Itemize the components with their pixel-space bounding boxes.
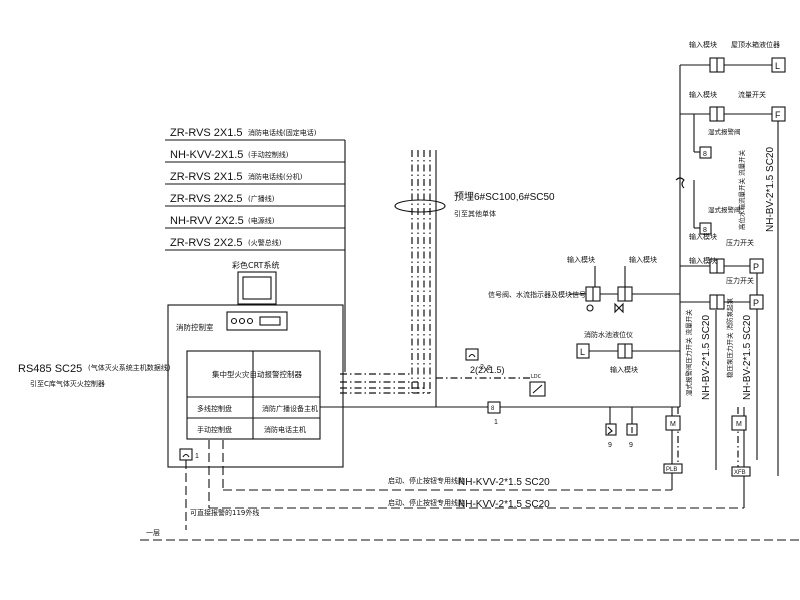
pressure-switch-group: 输入模块 压力开关 P 输入模块 压力开关 P bbox=[680, 232, 764, 460]
tag-p2: P bbox=[753, 298, 759, 308]
vertical-annotations: 湿式报警阀压力开关 流量开关 NH-BV-2*1.5 SC20 稳压泵压力开关 … bbox=[684, 147, 776, 400]
cable-code-6: ZR-RVS 2X2.5 bbox=[170, 237, 243, 249]
cable-code-5: NH-RVV 2X2.5 bbox=[170, 215, 244, 227]
bus-module: 8 1 bbox=[487, 401, 501, 426]
cable-code-4: ZR-RVS 2X2.5 bbox=[170, 193, 243, 205]
main-panel-label: 集中型火灾自动报警控制器 bbox=[212, 369, 302, 379]
phone-icon: 2 bbox=[465, 348, 484, 371]
line-2x15-label: 2(2X1.5) bbox=[470, 365, 505, 375]
flow-switch-label: 流量开关 bbox=[738, 90, 766, 99]
top-level-label: 屋顶水箱液位器 bbox=[731, 40, 780, 49]
signal-valve-group: 信号阀、水流指示器及模块信号 输入模块 输入模块 bbox=[488, 255, 680, 314]
cable-desc-4: (广播线) bbox=[248, 194, 275, 203]
right-trunk bbox=[675, 65, 685, 407]
riser-label: 预埋6#SC100,6#SC50 bbox=[454, 191, 555, 203]
floor-label: 一层 bbox=[146, 529, 160, 537]
riser-bundle: 预埋6#SC100,6#SC50 引至其他单体 bbox=[394, 150, 555, 407]
multi-panel-label: 多线控制盘 bbox=[197, 404, 232, 413]
cable-code-1: ZR-RVS 2X1.5 bbox=[170, 127, 243, 139]
tag-l2: L bbox=[580, 347, 585, 357]
cable-desc-5: (电源线) bbox=[248, 216, 275, 225]
module-label-7: 输入模块 bbox=[689, 256, 717, 265]
tag-p1: P bbox=[753, 262, 759, 272]
cable-code-3: ZR-RVS 2X1.5 bbox=[170, 171, 243, 183]
isolator-box: LDC bbox=[529, 374, 546, 397]
bottom-control-lines: 启动、停止按钮专用线路 NH-KVV-2*1.5 SC20 启动、停止按钮专用线… bbox=[208, 440, 745, 510]
ldc-tag: LDC bbox=[531, 374, 542, 380]
floor-divider: 一层 bbox=[140, 529, 800, 541]
alarm-valve-2: 8 湿式报警阀 bbox=[693, 180, 741, 235]
vtext-2: NH-BV-2*1.5 SC20 bbox=[701, 315, 712, 400]
rs485-annotation: RS485 SC25 (气体灭火系统主机数据线) 引至C库气体灭火控制器 bbox=[18, 363, 171, 388]
svg-text:8: 8 bbox=[703, 227, 707, 234]
crt-monitor-icon: 彩色CRT系统 bbox=[226, 260, 288, 331]
rs485-code: RS485 SC25 bbox=[18, 363, 82, 375]
pressure-switch-label-2: 压力开关 bbox=[726, 276, 754, 285]
line-119-label: 可直接报警的119外线 bbox=[190, 508, 259, 517]
pressure-switch-label-1: 压力开关 bbox=[726, 238, 754, 247]
phone-119-group: 1 可直接报警的119外线 bbox=[179, 448, 259, 530]
vtext-5: 高位水箱流量开关 流量开关 bbox=[737, 149, 746, 230]
flow-switch-group: 输入模块 流量开关 F bbox=[680, 90, 786, 476]
control-room: 消防控制室 集中型火灾自动报警控制器 多线控制盘 消防广播设备主机 手动控制盘 … bbox=[167, 304, 344, 468]
tag-plb: PLB bbox=[666, 467, 677, 473]
bottom-line-desc-2: 启动、停止按钮专用线路 bbox=[388, 498, 465, 507]
module-label-6: 输入模块 bbox=[689, 232, 717, 241]
num-1b: 1 bbox=[494, 419, 498, 426]
module-label-1: 输入模块 bbox=[567, 255, 595, 264]
manual-call-points: 9 9 bbox=[605, 407, 638, 449]
level-sensor-label: 消防水池液位仪 bbox=[584, 330, 633, 339]
xfb-box: M XFB bbox=[731, 415, 751, 477]
cable-code-2: NH-KVV-2X1.5 bbox=[170, 149, 243, 161]
module-label-5: 输入模块 bbox=[689, 90, 717, 99]
svg-text:8: 8 bbox=[491, 406, 495, 412]
num-2: 2 bbox=[487, 365, 491, 372]
riser-sub: 引至其他单体 bbox=[454, 209, 496, 218]
pool-level-group: 消防水池液位仪 L 输入模块 bbox=[576, 330, 680, 374]
bottom-line-code-1: NH-KVV-2*1.5 SC20 bbox=[458, 477, 550, 488]
num-9b: 9 bbox=[629, 442, 633, 449]
vtext-4: NH-BV-2*1.5 SC20 bbox=[742, 315, 753, 400]
manual-panel-label: 手动控制盘 bbox=[197, 425, 232, 434]
room-label: 消防控制室 bbox=[176, 322, 214, 332]
phone-host-label: 消防电话主机 bbox=[264, 425, 306, 434]
cable-desc-6: (火警总线) bbox=[248, 238, 282, 247]
num-9a: 9 bbox=[608, 442, 612, 449]
valve-label: 信号阀、水流指示器及模块信号 bbox=[488, 290, 586, 299]
num-1: 1 bbox=[195, 453, 199, 460]
vtext-3: 稳压泵压力开关 消防泵起泵 bbox=[725, 297, 734, 378]
module-label-3: 输入模块 bbox=[610, 365, 638, 374]
module-label-2: 输入模块 bbox=[629, 255, 657, 264]
bottom-line-code-2: NH-KVV-2*1.5 SC20 bbox=[458, 499, 550, 510]
alarm-valve-label-1: 湿式报警阀 bbox=[708, 127, 741, 136]
module-label-4: 输入模块 bbox=[689, 40, 717, 49]
vtext-1: 湿式报警阀压力开关 流量开关 bbox=[684, 309, 693, 396]
svg-text:M: M bbox=[736, 421, 742, 428]
svg-text:8: 8 bbox=[703, 151, 707, 158]
svg-text:2: 2 bbox=[480, 364, 484, 371]
tag-xfb: XFB bbox=[734, 470, 746, 476]
cable-list: ZR-RVS 2X1.5 消防电话线(固定电话) NH-KVV-2X1.5 (手… bbox=[165, 127, 346, 372]
svg-text:M: M bbox=[670, 421, 676, 428]
tag-f: F bbox=[775, 110, 781, 120]
cable-desc-1: 消防电话线(固定电话) bbox=[248, 128, 317, 137]
broadcast-host-label: 消防广播设备主机 bbox=[262, 404, 318, 413]
rs485-sub: 引至C库气体灭火控制器 bbox=[30, 379, 105, 388]
tag-l1: L bbox=[775, 61, 780, 71]
alarm-valve-1: 8 湿式报警阀 bbox=[693, 114, 741, 159]
plb-box: M PLB bbox=[663, 415, 683, 474]
rs485-desc: (气体灭火系统主机数据线) bbox=[88, 363, 171, 372]
roof-level-group: 输入模块 屋顶水箱液位器 L bbox=[680, 40, 786, 73]
bottom-line-desc-1: 启动、停止按钮专用线路 bbox=[388, 476, 465, 485]
wet-valve-label: 湿式报警阀 bbox=[708, 205, 741, 214]
cable-desc-2: (手动控制线) bbox=[248, 150, 289, 159]
crt-label: 彩色CRT系统 bbox=[232, 260, 279, 270]
cable-desc-3: 消防电话线(分机) bbox=[248, 172, 303, 181]
vtext-6: NH-BV-2*1.5 SC20 bbox=[765, 147, 776, 232]
